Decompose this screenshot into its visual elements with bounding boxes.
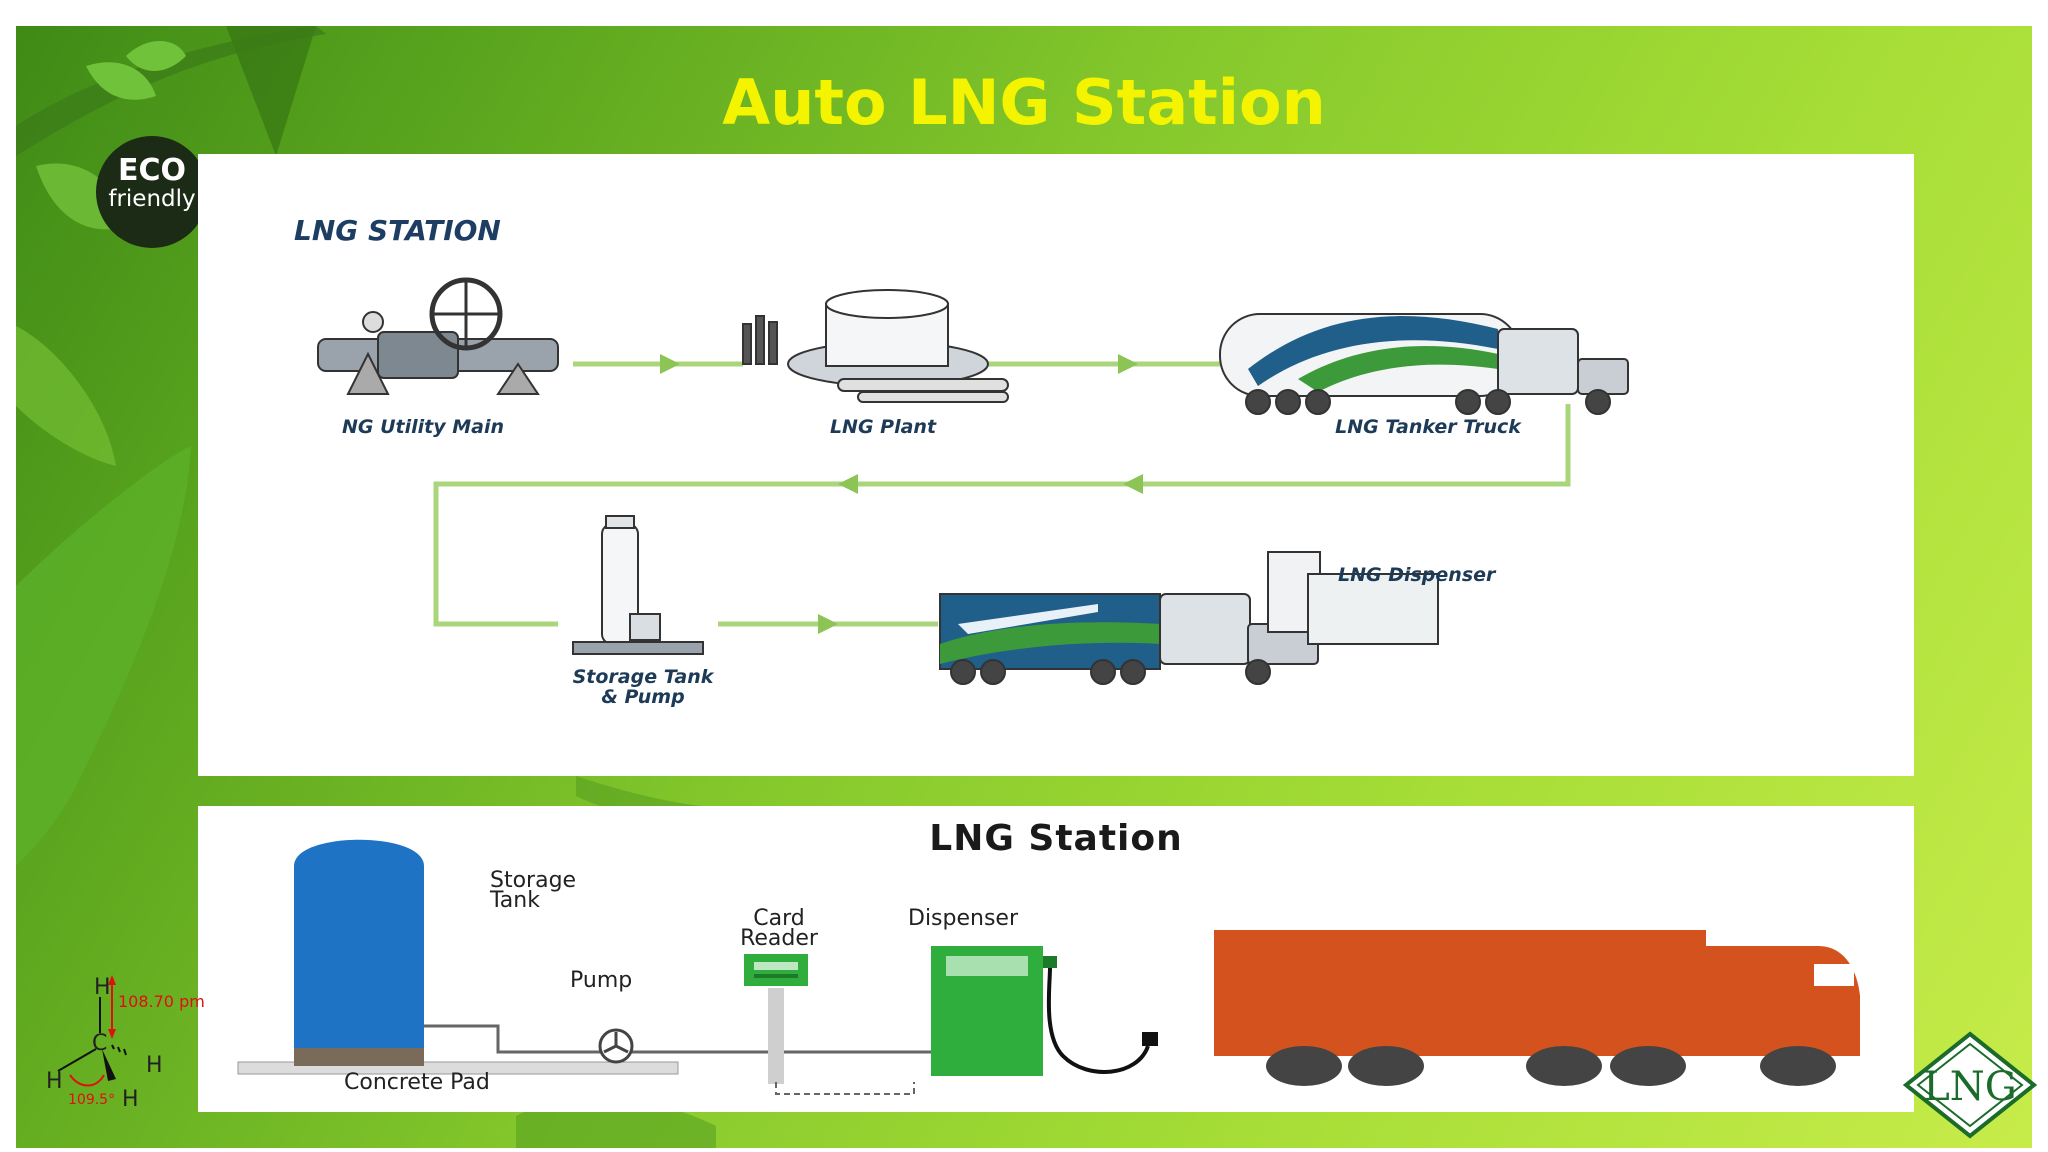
label-card-line1: Card xyxy=(753,906,805,931)
blue-storage-tank xyxy=(294,839,424,1048)
label-card-line2: Reader xyxy=(740,926,818,951)
node-label-lng-plant: LNG Plant xyxy=(829,416,937,438)
equipment-diagram-graphics xyxy=(237,839,1860,1095)
lng-logo-diamond xyxy=(1902,1031,2038,1139)
eco-friendly-badge: ECO friendly xyxy=(96,136,208,248)
slide: Auto LNG Station ECO friendly xyxy=(16,26,2032,1148)
lng-station-flow-diagram: LNG STATION NG Utility Main LNG Plant LN… xyxy=(198,154,1914,776)
lng-logo: LNG xyxy=(1900,1030,2040,1140)
atom-c-center: C xyxy=(92,1031,108,1056)
flow-arrow-left-1 xyxy=(1123,474,1143,494)
fuel-dispenser-icon xyxy=(931,946,1158,1076)
bond-angle-label: 109.5° xyxy=(68,1092,116,1108)
atom-h-bottom: H xyxy=(122,1087,139,1112)
eco-badge-line1: ECO xyxy=(117,153,186,188)
flow-diagram-graphics xyxy=(317,277,1629,685)
top-diagram-heading: LNG STATION xyxy=(294,214,501,247)
valve-pipe-icon xyxy=(317,277,559,395)
lng-plant-icon xyxy=(742,289,1009,403)
atom-h-top: H xyxy=(94,975,111,1000)
methane-molecule-diagram: H C H H H 108.70 pm 109.5° xyxy=(30,971,210,1121)
node-label-storage-tank-line1: Storage Tank xyxy=(572,666,714,688)
card-reader-icon xyxy=(744,954,808,1084)
eco-badge-line2: friendly xyxy=(108,186,196,212)
flow-arrow-right-1 xyxy=(660,354,680,374)
atom-h-left: H xyxy=(46,1069,63,1094)
flow-arrow-left-2 xyxy=(838,474,858,494)
lng-station-equipment-diagram: LNG Station Storage Tank Pump Card Reade… xyxy=(198,806,1914,1112)
label-dispenser: Dispenser xyxy=(908,906,1018,931)
atom-h-right: H xyxy=(146,1053,163,1078)
flow-arrows xyxy=(660,354,1143,634)
label-storage-line2: Tank xyxy=(490,888,540,913)
flow-arrow-right-2 xyxy=(1118,354,1138,374)
node-label-ng-utility-main: NG Utility Main xyxy=(341,416,504,438)
bond-length-label: 108.70 pm xyxy=(118,992,205,1011)
tanker-truck-icon xyxy=(1219,313,1629,415)
label-pump: Pump xyxy=(570,968,633,993)
pipe-line xyxy=(424,1024,794,1054)
label-storage-line1: Storage xyxy=(490,868,577,893)
molecule-bonds xyxy=(57,975,127,1087)
tank-base xyxy=(294,1048,424,1066)
dispenser-truck-icon xyxy=(939,551,1439,685)
orange-truck-icon xyxy=(1214,930,1860,1086)
storage-tank-icon xyxy=(572,515,704,655)
flow-arrow-right-3 xyxy=(818,614,838,634)
node-label-lng-tanker-truck: LNG Tanker Truck xyxy=(1335,416,1521,438)
pump-fan-icon xyxy=(598,1028,634,1064)
lng-logo-text: LNG xyxy=(1923,1064,2017,1110)
node-label-storage-tank-line2: & Pump xyxy=(601,686,685,708)
node-label-lng-dispenser: LNG Dispenser xyxy=(1338,564,1496,586)
label-concrete-pad: Concrete Pad xyxy=(344,1070,490,1095)
slide-title: Auto LNG Station xyxy=(722,66,1326,139)
bottom-diagram-heading: LNG Station xyxy=(929,818,1183,859)
